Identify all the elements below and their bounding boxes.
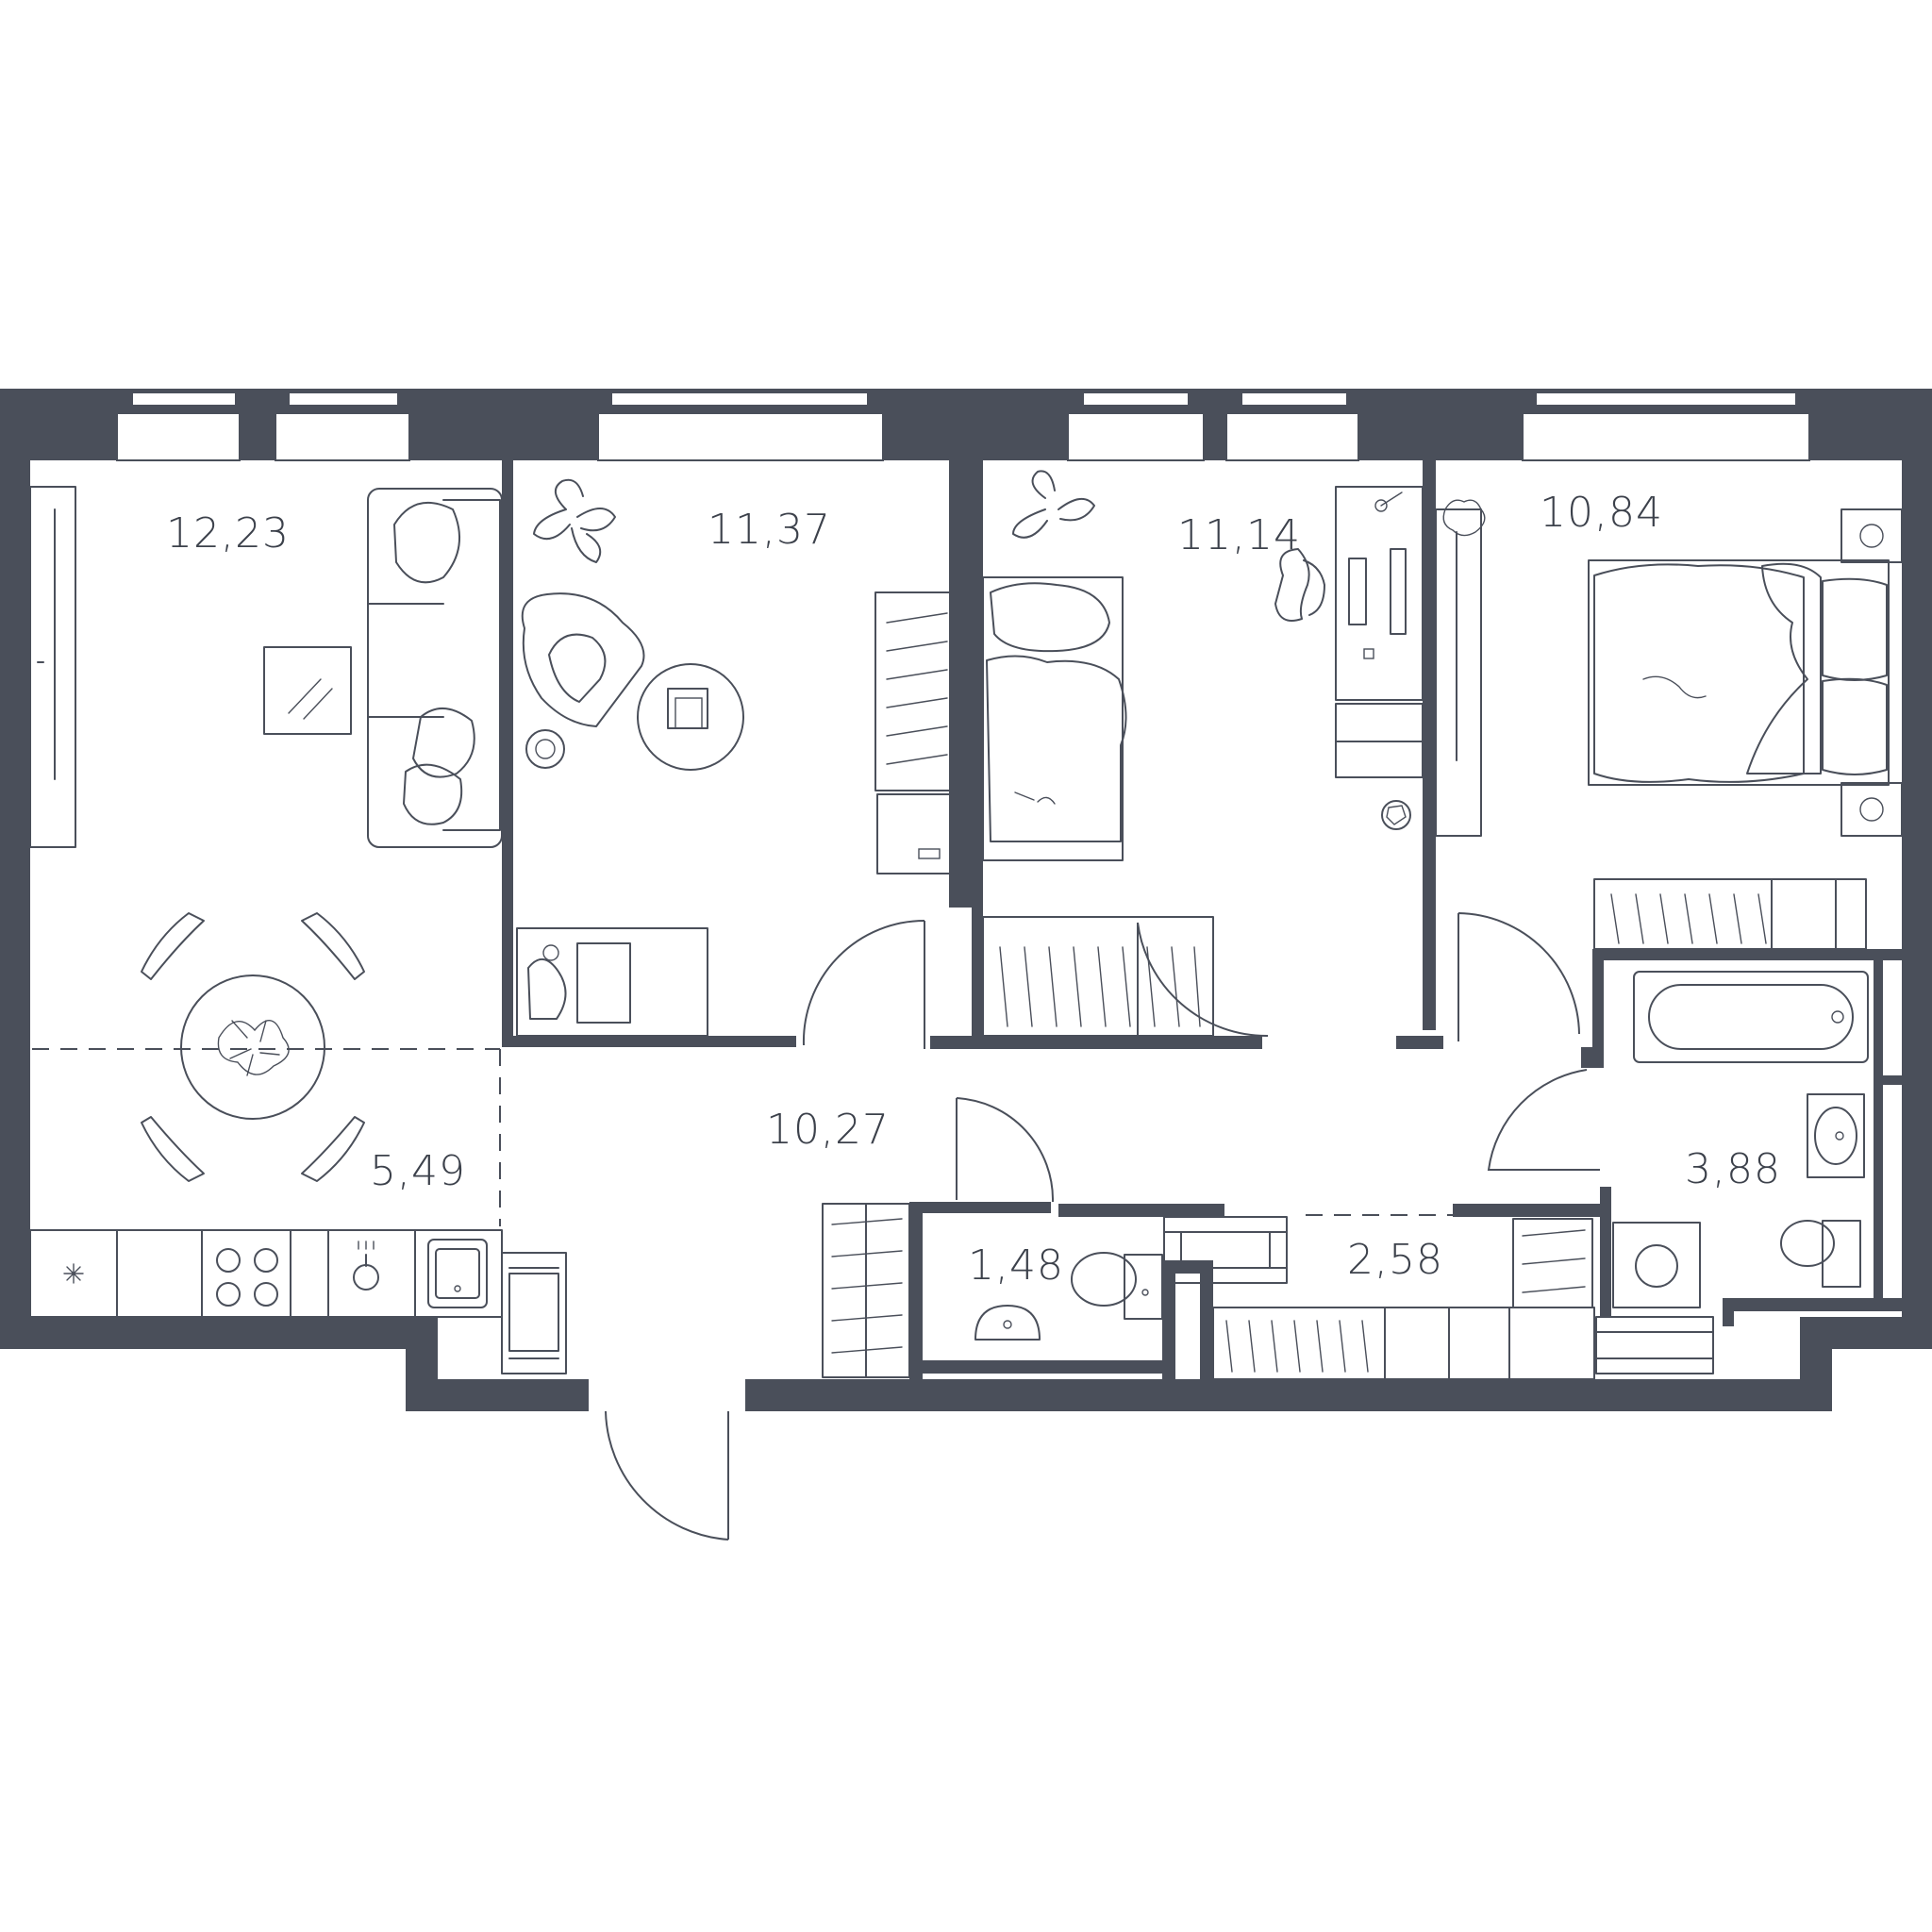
bed-single <box>516 927 708 1037</box>
area-hall: 10,27 <box>766 1106 890 1154</box>
area-labels: 12,23 11,37 11,14 10,84 5,49 10,27 1,48 … <box>166 489 1781 1290</box>
tv-stand <box>1435 508 1482 837</box>
stove <box>216 1248 278 1307</box>
side-table <box>525 729 565 769</box>
wardrobe <box>982 916 1214 1037</box>
wc-sink <box>974 1305 1041 1341</box>
bed <box>982 576 1127 861</box>
area-living: 12,23 <box>166 509 290 558</box>
area-kitchen: 5,49 <box>370 1147 466 1195</box>
bathtub <box>1633 971 1869 1063</box>
sofa <box>367 488 503 848</box>
doors <box>605 912 1600 1541</box>
toilet-icon <box>1780 1220 1861 1288</box>
round-table <box>637 663 744 771</box>
wardrobe <box>874 591 959 874</box>
hall-wardrobe <box>822 1203 910 1378</box>
storage-unit <box>1595 1316 1714 1374</box>
area-bedroom-3: 10,84 <box>1540 489 1663 537</box>
wc-toilet <box>1071 1252 1163 1320</box>
armchair <box>521 592 645 727</box>
tv-stand <box>29 486 76 848</box>
bed-double <box>1588 559 1890 786</box>
washing-machine <box>1612 1222 1701 1308</box>
plant-icon <box>1012 470 1095 539</box>
coffee-table <box>263 646 352 735</box>
dining-table <box>180 974 325 1120</box>
washbasin <box>1807 1093 1865 1178</box>
dresser <box>1335 703 1424 778</box>
sink <box>353 1239 488 1308</box>
zone-dividers <box>32 1048 1453 1226</box>
plant-icon <box>1442 499 1486 537</box>
area-bathroom: 3,88 <box>1685 1145 1781 1193</box>
ball-icon <box>1381 800 1411 830</box>
desk-chair <box>1274 548 1325 622</box>
area-bedroom-1: 11,37 <box>708 506 831 554</box>
dining-chairs <box>141 912 365 1182</box>
storage-rack <box>1163 1216 1288 1284</box>
plant-icon <box>533 478 616 563</box>
storage-wardrobe <box>1212 1218 1595 1380</box>
windows <box>116 391 1810 461</box>
kitchen-counter <box>29 1229 503 1318</box>
area-bedroom-2: 11,14 <box>1177 511 1301 559</box>
fridge <box>501 1252 567 1374</box>
area-wc: 1,48 <box>968 1241 1064 1290</box>
desk <box>1335 486 1424 701</box>
wardrobe <box>1593 878 1867 950</box>
nightstand <box>1840 508 1903 837</box>
area-storage: 2,58 <box>1347 1236 1443 1284</box>
